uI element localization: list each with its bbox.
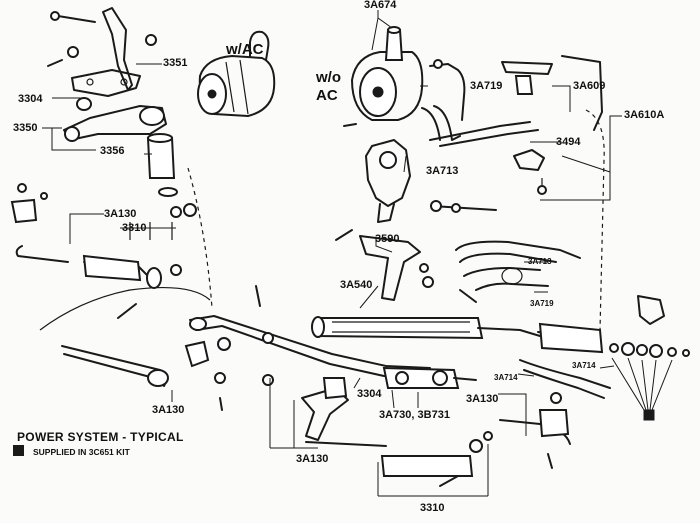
label-3304-lower: 3304	[357, 388, 382, 400]
bracket-3A609	[501, 55, 603, 195]
label-without-ac-line1: w/o	[316, 69, 341, 86]
power-cylinder-3A540	[311, 316, 604, 354]
insulator-3356	[146, 133, 197, 218]
pitman-arm-3350	[63, 97, 167, 142]
label-3351: 3351	[163, 57, 188, 69]
assembly-line-left	[39, 286, 211, 331]
label-3A674: 3A674	[364, 0, 397, 11]
label-3A610A: 3A610A	[624, 109, 665, 121]
label-3A719-lower: 3A719	[530, 299, 554, 308]
label-3A130-left: 3A130	[104, 208, 137, 220]
label-3356: 3356	[100, 145, 125, 157]
label-3A714-right: 3A714	[572, 361, 596, 370]
label-3A719-upper: 3A719	[470, 80, 503, 92]
label-3350: 3350	[13, 122, 38, 134]
label-with-ac: w/AC	[226, 41, 264, 58]
kit-legend-text: SUPPLIED IN 3C651 KIT	[33, 447, 130, 457]
label-3A609: 3A609	[573, 80, 606, 92]
label-3A130-lower-left: 3A130	[152, 404, 185, 416]
label-3304-upper: 3304	[18, 93, 43, 105]
pitman-arm-3351	[47, 7, 157, 91]
tie-rod-left	[10, 183, 182, 319]
hoses-3A719	[421, 59, 539, 147]
tie-rod-right	[499, 392, 571, 469]
idler-bracket-3304	[67, 46, 141, 97]
label-3310-bottom: 3310	[420, 502, 445, 514]
label-3A730-3B731: 3A730, 3B731	[379, 409, 450, 421]
label-3A130-bottom: 3A130	[296, 453, 329, 465]
hose-loops-3A713-3A719	[455, 240, 611, 399]
label-3A540: 3A540	[340, 279, 373, 291]
alignment-line-2	[585, 109, 605, 331]
label-3590: 3590	[375, 233, 400, 245]
tie-rod-left-lower	[61, 345, 226, 411]
kit-legend-square-icon	[13, 445, 24, 456]
label-3310-left: 3310	[122, 222, 147, 234]
label-3A713-upper: 3A713	[426, 165, 459, 177]
bracket-3590	[335, 229, 434, 301]
idler-arm-lower	[262, 374, 387, 447]
adjusting-sleeve-3310	[380, 431, 493, 487]
label-3A714-left: 3A714	[494, 373, 518, 382]
steering-valve-3A713	[365, 139, 497, 223]
pump-without-ac-3A674	[343, 26, 424, 127]
diagram-title: POWER SYSTEM - TYPICAL	[17, 430, 184, 444]
rod-end-hardware	[609, 295, 690, 421]
label-3494: 3494	[556, 136, 581, 148]
alignment-line-1	[187, 167, 213, 309]
label-3A130-right: 3A130	[466, 393, 499, 405]
label-3A713-lower: 3A713	[528, 257, 552, 266]
label-without-ac-line2: AC	[316, 87, 338, 104]
pump-with-ac	[197, 30, 276, 117]
leader-lines	[42, 10, 622, 497]
control-valve-3A730	[382, 366, 477, 389]
